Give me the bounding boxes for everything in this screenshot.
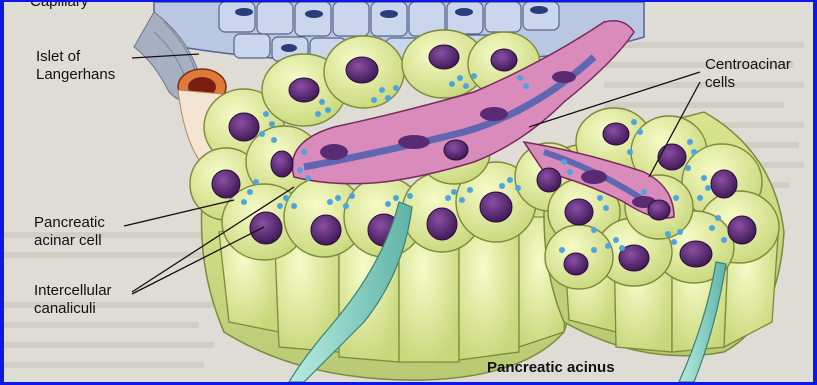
centroacinar-cells-label: Centroacinar cells (705, 56, 791, 92)
intercellular-canaliculi-label: Intercellular canaliculi (34, 282, 112, 318)
pancreas-illustration: Capillary Islet of Langerhans Centroacin… (4, 2, 813, 382)
pancreatic-acinus-label: Pancreatic acinus (487, 359, 615, 377)
pancreatic-acinar-cell-label: Pancreatic acinar cell (34, 214, 105, 250)
islet-of-langerhans-label: Islet of Langerhans (36, 48, 115, 84)
pancreas-diagram (4, 2, 813, 382)
capillary-label: Capillary (30, 2, 88, 11)
